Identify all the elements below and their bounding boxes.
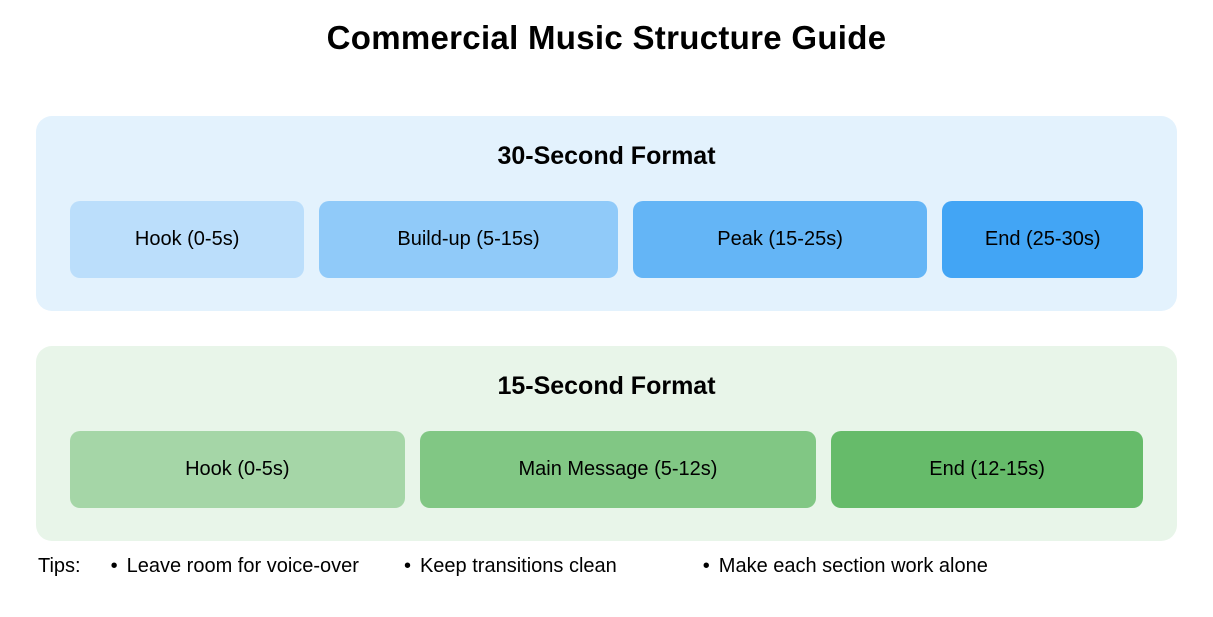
page-title: Commercial Music Structure Guide: [326, 19, 887, 56]
section-block-hook-15s: Hook (0-5s): [70, 431, 405, 508]
tip-text: Keep transitions clean: [419, 555, 617, 577]
bullet-icon: •: [702, 555, 710, 577]
section-block-end-15s: End (12-15s): [831, 431, 1143, 508]
timeline-30-second: Hook (0-5s) Build-up (5-15s) Peak (15-25…: [70, 201, 1143, 278]
format-panel-30-second: 30-Second Format Hook (0-5s) Build-up (5…: [36, 116, 1177, 311]
section-block-main-message-15s: Main Message (5-12s): [419, 431, 817, 508]
section-block-build-up-30s: Build-up (5-15s): [319, 201, 618, 278]
bullet-icon: •: [110, 555, 118, 577]
timeline-15-second: Hook (0-5s) Main Message (5-12s) End (12…: [70, 431, 1143, 508]
section-block-label: Hook (0-5s): [185, 458, 290, 480]
section-block-peak-30s: Peak (15-25s): [632, 201, 928, 278]
tip-text: Leave room for voice-over: [126, 555, 359, 577]
section-block-label: Hook (0-5s): [134, 228, 240, 250]
bullet-icon: •: [403, 555, 411, 577]
section-block-label: End (12-15s): [929, 458, 1045, 480]
section-block-label: End (25-30s): [984, 228, 1101, 250]
tip-text: Make each section work alone: [718, 555, 988, 577]
tips-row: Tips: • Leave room for voice-over • Keep…: [38, 555, 1213, 578]
section-block-end-30s: End (25-30s): [942, 201, 1143, 278]
section-block-label: Build-up (5-15s): [397, 228, 540, 250]
tips-label: Tips:: [38, 555, 81, 577]
section-block-label: Main Message (5-12s): [518, 458, 718, 480]
format-heading-30-second: 30-Second Format: [497, 142, 716, 170]
tip-item-sections: • Make each section work alone: [703, 555, 988, 578]
section-block-label: Peak (15-25s): [717, 228, 843, 250]
format-panel-15-second: 15-Second Format Hook (0-5s) Main Messag…: [36, 346, 1177, 541]
tip-item-transitions: • Keep transitions clean: [404, 555, 617, 578]
section-block-hook-30s: Hook (0-5s): [70, 201, 305, 278]
tip-item-voice-over: • Leave room for voice-over: [111, 555, 359, 578]
format-heading-15-second: 15-Second Format: [497, 372, 716, 400]
